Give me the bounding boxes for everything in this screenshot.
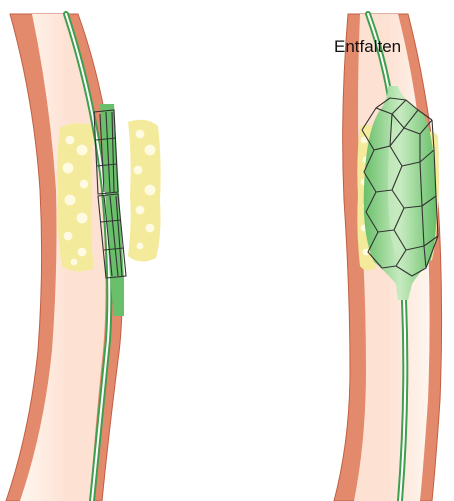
panel-expanded (334, 14, 442, 501)
panel-crimped (6, 14, 161, 501)
step-label-expand: Entfalten (334, 37, 401, 57)
